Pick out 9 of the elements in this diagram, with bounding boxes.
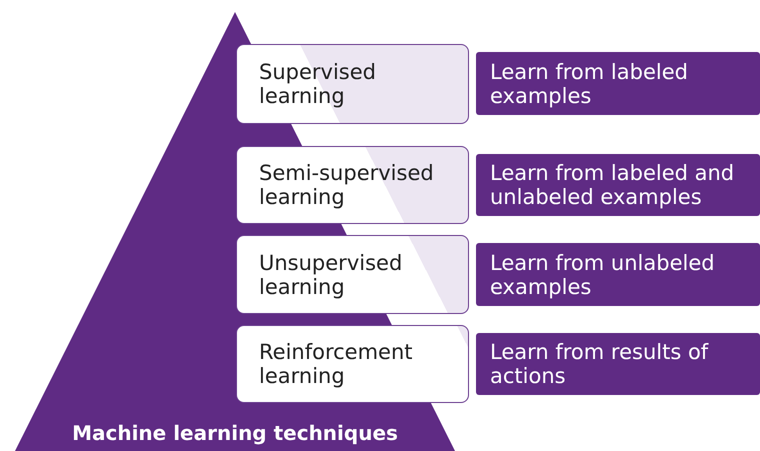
description-box: Learn from unlabeled examples bbox=[476, 243, 760, 306]
pyramid-title: Machine learning techniques bbox=[71, 421, 399, 445]
description-box: Learn from labeled examples bbox=[476, 52, 760, 115]
technique-box: Unsupervised learning bbox=[236, 235, 469, 314]
technique-box: Reinforcement learning bbox=[236, 325, 469, 403]
description-box: Learn from results of actions bbox=[476, 333, 760, 395]
technique-box: Supervised learning bbox=[236, 44, 469, 124]
description-box: Learn from labeled and unlabeled examples bbox=[476, 154, 760, 216]
technique-box: Semi-supervised learning bbox=[236, 146, 469, 224]
